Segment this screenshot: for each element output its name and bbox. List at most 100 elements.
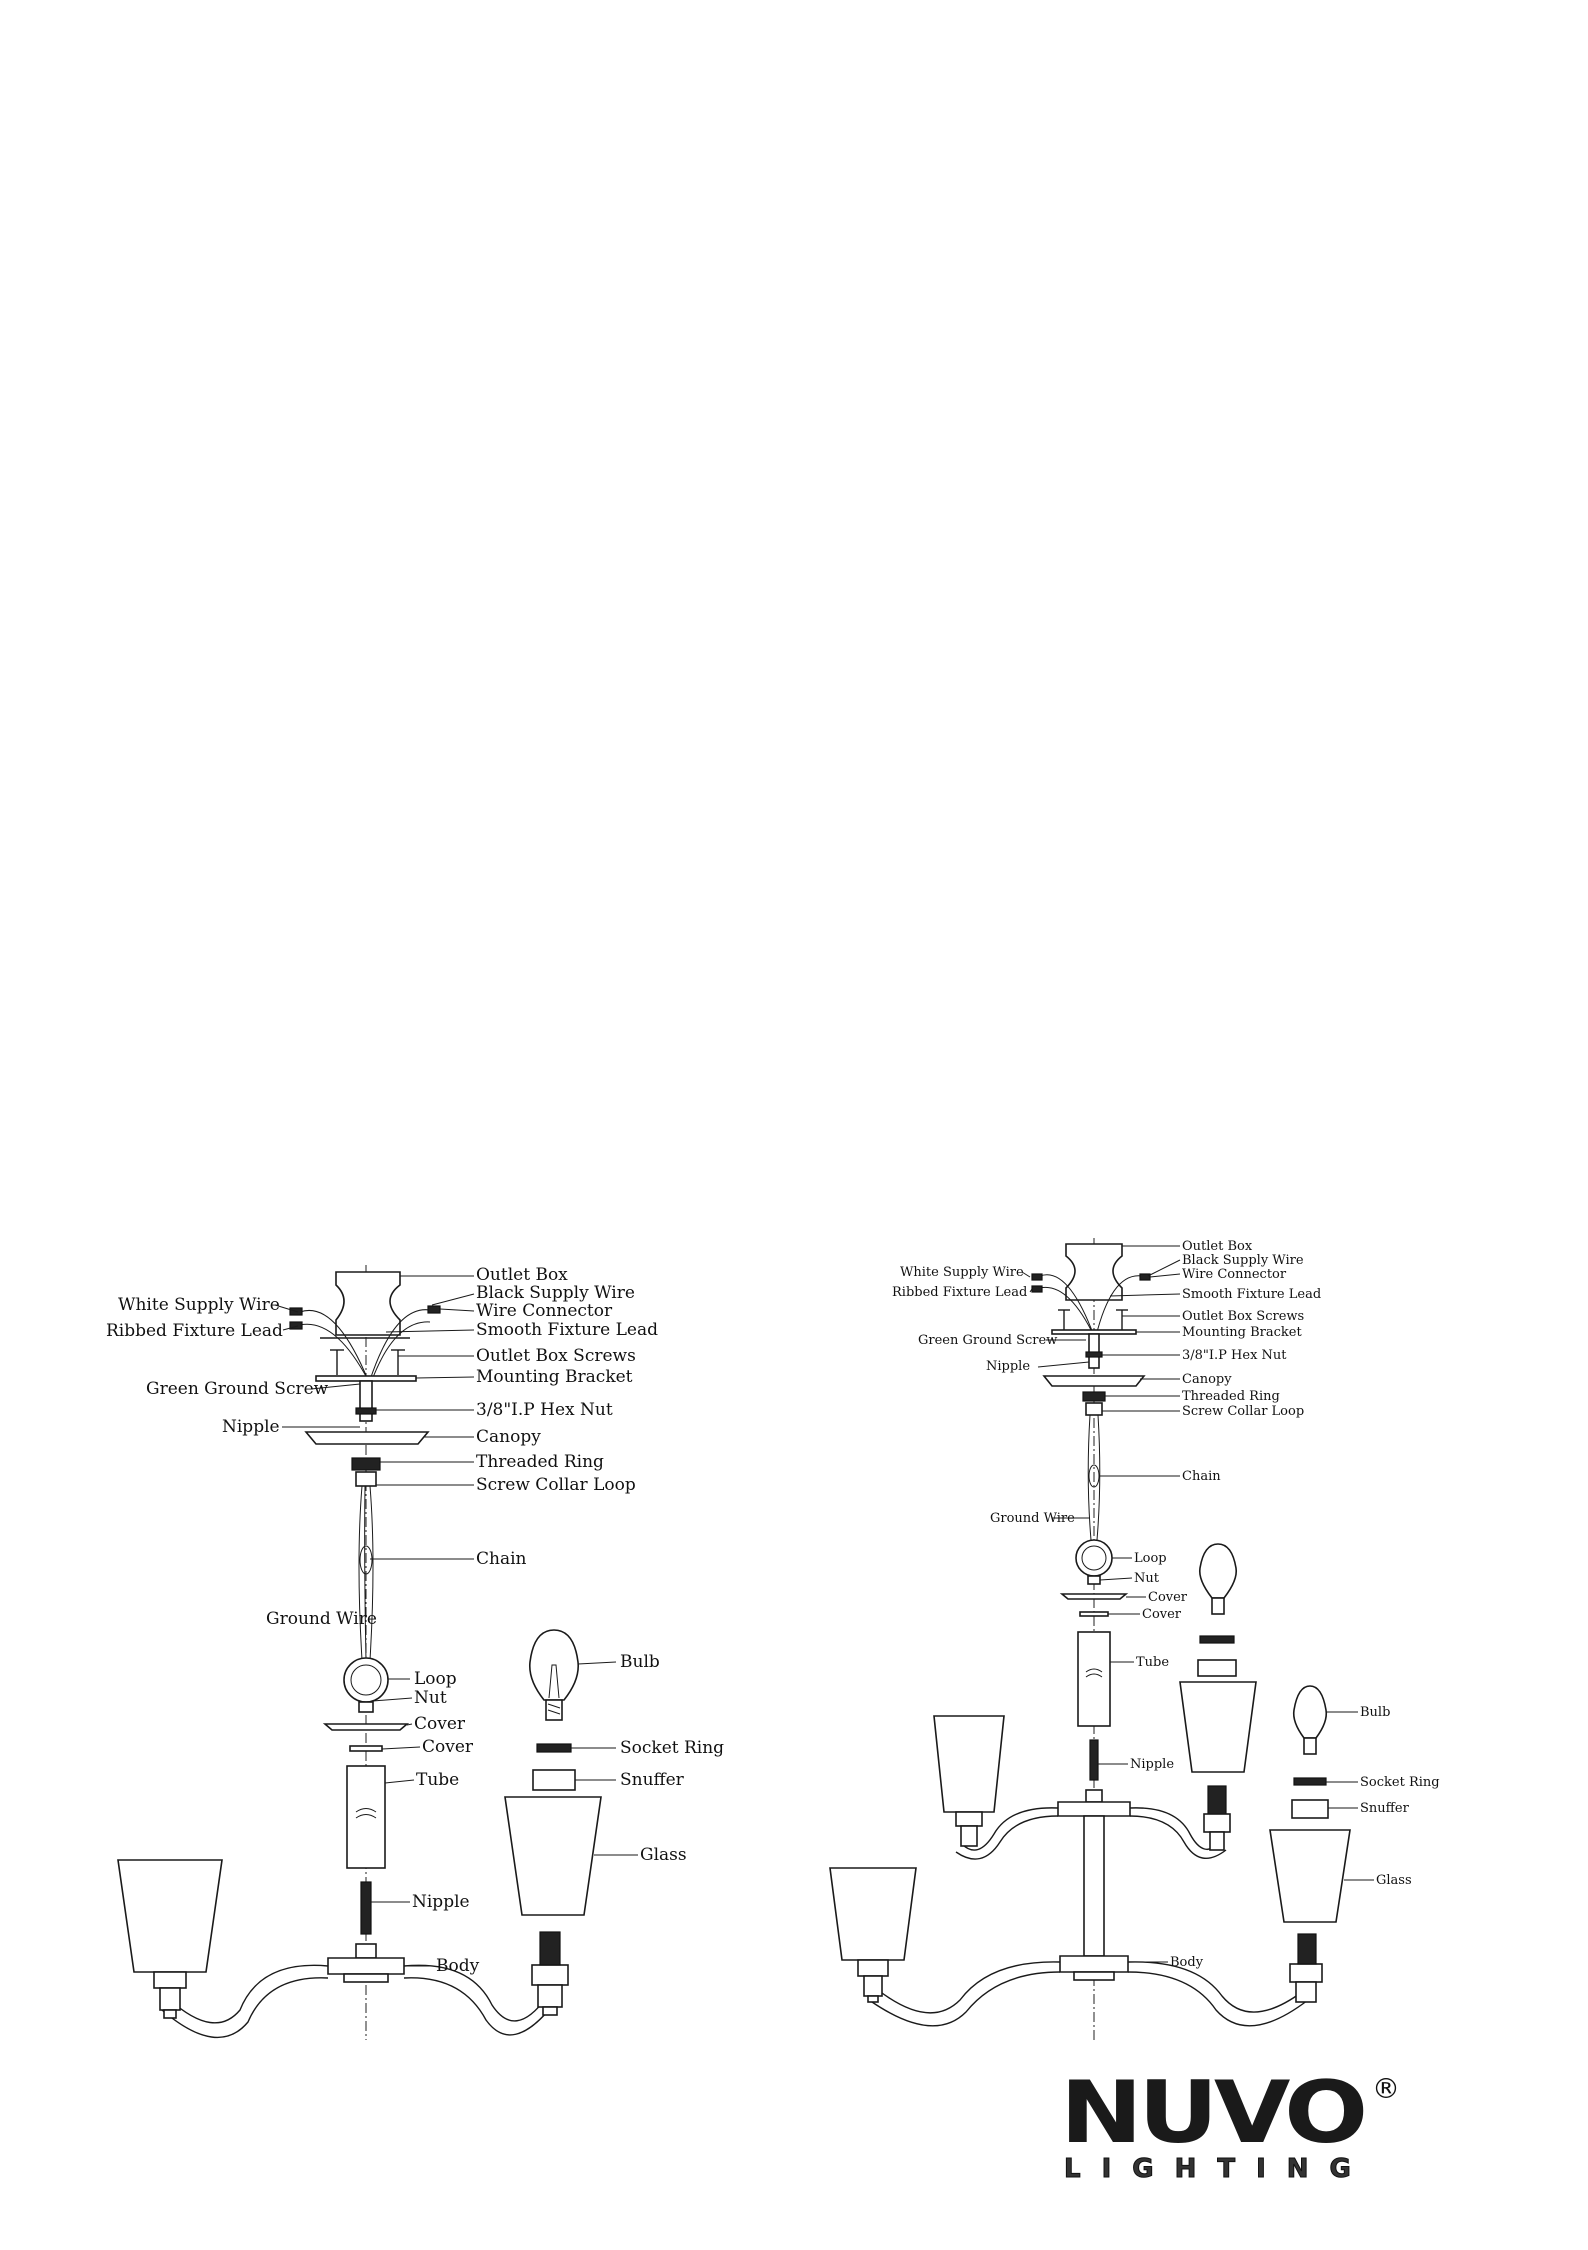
label-cover-upper-left: Cover xyxy=(414,1714,466,1734)
label-canopy-left: Canopy xyxy=(476,1427,541,1447)
canopy-left xyxy=(304,1431,430,1445)
label-smooth-fixture-lead-left: Smooth Fixture Lead xyxy=(476,1320,658,1340)
label-nipple-lower-left: Nipple xyxy=(412,1892,470,1912)
label-socket-ring-right: Socket Ring xyxy=(1360,1775,1440,1790)
label-black-supply-wire-left: Black Supply Wire xyxy=(476,1283,635,1303)
outlet-box-left xyxy=(335,1271,401,1336)
cover-lower-right xyxy=(1079,1611,1109,1617)
nuvo-lighting-logo: NUVO LIGHTING ® xyxy=(1060,2063,1400,2185)
label-body-left: Body xyxy=(436,1956,480,1976)
socket-ring-right xyxy=(1293,1777,1327,1786)
label-body-right: Body xyxy=(1170,1955,1204,1970)
label-cover-lower-left: Cover xyxy=(422,1737,474,1757)
label-white-supply-wire-right: White Supply Wire xyxy=(900,1265,1024,1280)
label-wire-connector-left: Wire Connector xyxy=(476,1301,613,1321)
label-green-ground-screw-left: Green Ground Screw xyxy=(146,1379,329,1399)
nut-left xyxy=(358,1701,374,1713)
logo-word: NUVO xyxy=(1060,2063,1368,2163)
label-snuffer-left: Snuffer xyxy=(620,1770,685,1790)
label-threaded-ring-left: Threaded Ring xyxy=(476,1452,604,1472)
label-socket-ring-left: Socket Ring xyxy=(620,1738,724,1758)
arm-left-left xyxy=(169,1964,329,2024)
nipple-lower-left xyxy=(360,1881,372,1935)
label-ground-wire-left: Ground Wire xyxy=(266,1609,377,1629)
label-cover-upper-right: Cover xyxy=(1148,1590,1188,1605)
cover-lower-left xyxy=(349,1745,383,1752)
wire-connector-left-c xyxy=(427,1305,441,1314)
nipple-left xyxy=(359,1380,373,1422)
nut-right xyxy=(1087,1575,1101,1585)
glass-left-arm xyxy=(117,1859,223,1973)
label-hex-nut-left: 3/8"I.P Hex Nut xyxy=(476,1400,613,1420)
snuffer-left xyxy=(532,1769,576,1791)
label-white-supply-wire-left: White Supply Wire xyxy=(118,1295,280,1315)
chain-right xyxy=(1087,1414,1092,1541)
logo-subtitle: LIGHTING xyxy=(1064,2154,1372,2185)
glass-left xyxy=(504,1796,602,1916)
bulb-upper-right xyxy=(1198,1543,1238,1599)
screw-collar-loop-right xyxy=(1085,1402,1103,1416)
diagram-left: Outlet Box Black Supply Wire White Suppl… xyxy=(106,1265,724,2040)
label-nipple-top-left: Nipple xyxy=(222,1417,280,1437)
glass-upper-left xyxy=(933,1715,1005,1813)
label-green-ground-screw-right: Green Ground Screw xyxy=(918,1333,1057,1348)
label-chain-left: Chain xyxy=(476,1549,527,1569)
threaded-ring-right xyxy=(1082,1391,1106,1402)
wire-connector-left-b xyxy=(289,1321,303,1330)
glass-right xyxy=(1269,1829,1351,1923)
label-outlet-box-right: Outlet Box xyxy=(1182,1239,1253,1254)
label-outlet-box-screws-right: Outlet Box Screws xyxy=(1182,1309,1304,1324)
label-tube-left: Tube xyxy=(416,1770,459,1790)
label-bulb-left: Bulb xyxy=(620,1652,660,1672)
nipple-right xyxy=(1088,1333,1100,1369)
label-loop-left: Loop xyxy=(414,1669,457,1689)
label-mounting-bracket-left: Mounting Bracket xyxy=(476,1367,633,1387)
outlet-box-right xyxy=(1065,1243,1123,1301)
label-smooth-fixture-lead-right: Smooth Fixture Lead xyxy=(1182,1287,1321,1302)
label-wire-connector-right: Wire Connector xyxy=(1182,1267,1287,1282)
label-snuffer-right: Snuffer xyxy=(1360,1801,1410,1816)
registered-mark: ® xyxy=(1372,2072,1400,2105)
label-outlet-box-screws-left: Outlet Box Screws xyxy=(476,1346,636,1366)
glass-lower-left xyxy=(829,1867,917,1961)
canopy-right xyxy=(1042,1375,1146,1387)
snuffer-right xyxy=(1291,1799,1329,1819)
threaded-ring-left xyxy=(351,1457,381,1471)
nipple-lower-right xyxy=(1089,1739,1099,1781)
label-glass-left: Glass xyxy=(640,1845,687,1865)
label-cover-lower-right: Cover xyxy=(1142,1607,1182,1622)
label-threaded-ring-right: Threaded Ring xyxy=(1182,1389,1280,1404)
label-ribbed-fixture-lead-left: Ribbed Fixture Lead xyxy=(106,1321,283,1341)
body-right xyxy=(1059,1955,1129,1973)
body-upper-right xyxy=(1057,1801,1131,1817)
hex-nut-left xyxy=(355,1407,377,1415)
label-ribbed-fixture-lead-right: Ribbed Fixture Lead xyxy=(892,1285,1027,1300)
label-hex-nut-right: 3/8"I.P Hex Nut xyxy=(1182,1348,1287,1363)
label-ground-wire-right: Ground Wire xyxy=(990,1511,1075,1526)
label-bulb-right: Bulb xyxy=(1360,1705,1390,1720)
threaded-socket-left xyxy=(539,1931,561,1966)
label-nipple-lower-right: Nipple xyxy=(1130,1757,1174,1772)
loop-right xyxy=(1075,1539,1113,1577)
label-tube-right: Tube xyxy=(1136,1655,1169,1670)
label-chain-right: Chain xyxy=(1182,1469,1221,1484)
socket-ring-left xyxy=(536,1743,572,1753)
cover-upper-left xyxy=(322,1723,410,1731)
label-black-supply-wire-right: Black Supply Wire xyxy=(1182,1253,1304,1268)
label-screw-collar-loop-left: Screw Collar Loop xyxy=(476,1475,636,1495)
label-nut-right: Nut xyxy=(1134,1571,1160,1586)
chain-left xyxy=(358,1485,363,1661)
label-nipple-top-right: Nipple xyxy=(986,1359,1030,1374)
label-mounting-bracket-right: Mounting Bracket xyxy=(1182,1325,1302,1340)
label-nut-left: Nut xyxy=(414,1688,447,1708)
cover-upper-right xyxy=(1059,1593,1129,1600)
glass-upper-right xyxy=(1179,1681,1257,1773)
bulb-right xyxy=(1292,1685,1328,1739)
threaded-socket-right xyxy=(1297,1933,1317,1965)
tube-left xyxy=(346,1765,386,1869)
label-glass-right: Glass xyxy=(1376,1873,1412,1888)
label-screw-collar-loop-right: Screw Collar Loop xyxy=(1182,1404,1304,1419)
arm-left-right xyxy=(403,1964,547,2022)
label-loop-right: Loop xyxy=(1134,1551,1167,1566)
